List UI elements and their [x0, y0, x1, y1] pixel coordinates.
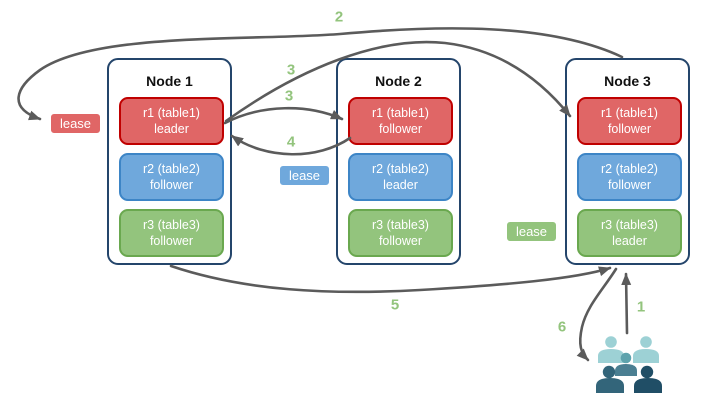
node-1: Node 1 r1 (table1) leader r2 (table2) fo… — [107, 58, 232, 265]
range-role: follower — [378, 234, 423, 248]
lease-badge-r1: lease — [49, 112, 102, 135]
node-1-range-r2: r2 (table2) follower — [119, 153, 224, 201]
node-1-range-r1: r1 (table1) leader — [119, 97, 224, 145]
node-2-range-r2: r2 (table2) leader — [348, 153, 453, 201]
node-3-range-r1: r1 (table1) follower — [577, 97, 682, 145]
range-name: r3 (table3) — [143, 217, 200, 232]
arrow-step-6-node3-to-client — [576, 267, 618, 362]
range-role: follower — [378, 122, 423, 136]
node-2-range-r3: r3 (table3) follower — [348, 209, 453, 257]
range-role: leader — [154, 122, 189, 136]
range-role: follower — [149, 234, 194, 248]
arrow-step-5-node1-to-node3 — [169, 264, 612, 294]
range-role: follower — [149, 178, 194, 192]
node-3-range-r3: r3 (table3) leader — [577, 209, 682, 257]
range-role: follower — [607, 122, 652, 136]
range-name: r1 (table1) — [143, 105, 200, 120]
lease-badge-r2: lease — [278, 164, 331, 187]
users-icon — [596, 336, 662, 393]
step-label-6: 6 — [557, 318, 567, 336]
range-name: r2 (table2) — [601, 161, 658, 176]
range-name: r2 (table2) — [143, 161, 200, 176]
range-name: r1 (table1) — [372, 105, 429, 120]
step-label-3b: 3 — [284, 87, 294, 105]
range-name: r2 (table2) — [372, 161, 429, 176]
range-name: r3 (table3) — [601, 217, 658, 232]
range-name: r1 (table1) — [601, 105, 658, 120]
node-2-range-r1: r1 (table1) follower — [348, 97, 453, 145]
node-2: Node 2 r1 (table1) follower r2 (table2) … — [336, 58, 461, 265]
node-2-title: Node 2 — [375, 73, 422, 89]
step-label-1: 1 — [636, 298, 646, 316]
range-name: r3 (table3) — [372, 217, 429, 232]
arrow-step-1-client-to-node3 — [621, 272, 632, 335]
lease-badge-r3: lease — [505, 220, 558, 243]
range-role: leader — [612, 234, 647, 248]
node-3-range-r2: r2 (table2) follower — [577, 153, 682, 201]
node-1-title: Node 1 — [146, 73, 193, 89]
step-label-5: 5 — [390, 296, 400, 314]
node-3-title: Node 3 — [604, 73, 651, 89]
node-3: Node 3 r1 (table1) follower r2 (table2) … — [565, 58, 690, 265]
range-role: follower — [607, 178, 652, 192]
node-1-range-r3: r3 (table3) follower — [119, 209, 224, 257]
step-label-4: 4 — [286, 133, 296, 151]
step-label-2: 2 — [334, 8, 344, 26]
step-label-3a: 3 — [286, 61, 296, 79]
arrow-step-3-leader-to-node2-follower — [223, 106, 344, 125]
range-role: leader — [383, 178, 418, 192]
